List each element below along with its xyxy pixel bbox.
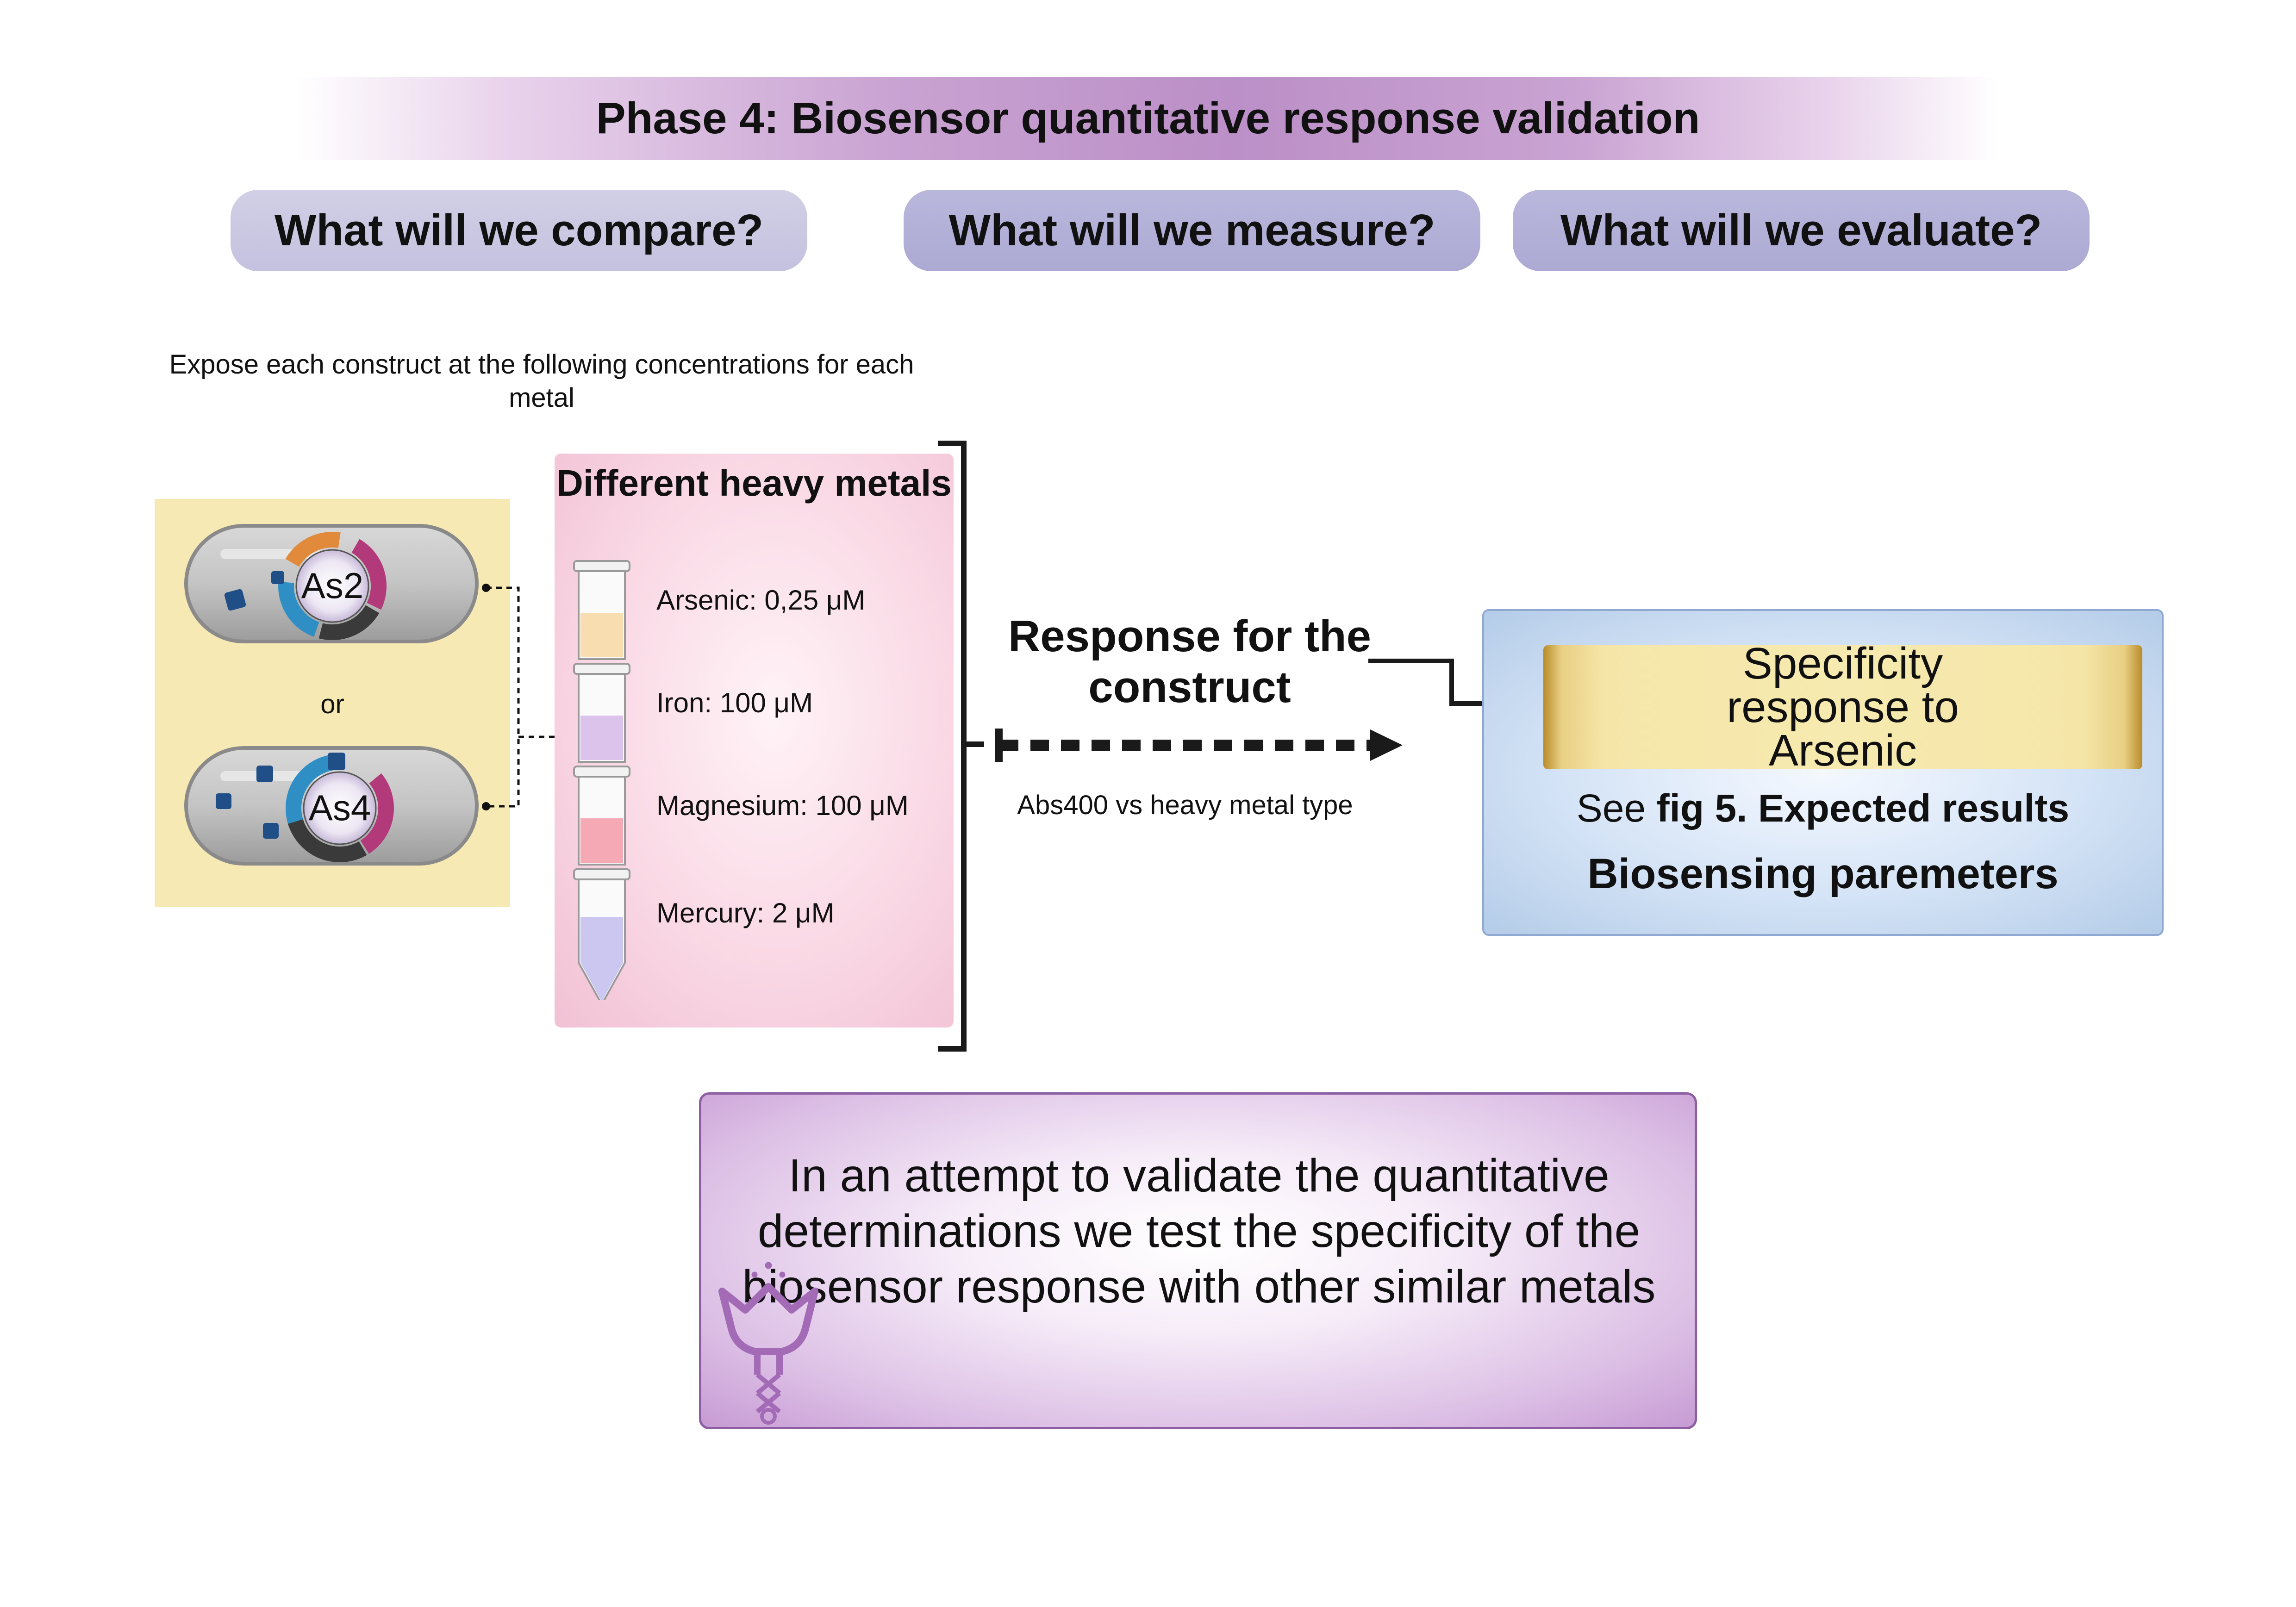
evaluate-question-pill: What will we evaluate? <box>1513 190 2090 271</box>
construct-separator: or <box>320 689 344 719</box>
bracket-icon <box>938 441 984 1052</box>
page-title: Phase 4: Biosensor quantitative response… <box>596 93 1700 143</box>
metal-iron-label: Iron: 100 μM <box>656 687 813 718</box>
metal-arsenic-label: Arsenic: 0,25 μM <box>656 585 866 616</box>
metal-mercury-label: Mercury: 2 μM <box>656 897 835 928</box>
construct-as2-label: As2 <box>301 565 363 606</box>
specificity-box: Specificity response to Arsenic <box>1543 639 2142 775</box>
cell-connector-lines <box>482 584 555 810</box>
biosensing-parameters: Biosensing paremeters <box>1587 850 2059 897</box>
specificity-text: Specificity response to Arsenic <box>1727 639 1959 775</box>
title-banner: Phase 4: Biosensor quantitative response… <box>296 77 2000 160</box>
measure-question-pill: What will we measure? <box>904 190 1480 271</box>
figure-reference-link: fig 5. Expected results <box>1656 786 2070 830</box>
bacterial-cell-as2-icon: As2 <box>184 524 479 643</box>
response-title: Response for the construct <box>1008 611 1372 712</box>
summary-box <box>699 1092 1697 1429</box>
tube-iron-icon <box>573 663 630 763</box>
metal-magnesium-label: Magnesium: 100 μM <box>656 790 909 821</box>
dashed-arrow-icon <box>995 729 1403 762</box>
tube-mercury-icon <box>573 868 630 1000</box>
biosensor-logo-icon <box>718 1262 818 1425</box>
tube-arsenic-icon <box>573 560 630 660</box>
tube-magnesium-icon <box>573 766 630 866</box>
heavy-metals-title: Different heavy metals <box>556 462 952 504</box>
construct-as4-label: As4 <box>309 787 371 828</box>
expose-instruction: Expose each construct at the following c… <box>169 349 914 413</box>
figure-reference: See fig 5. Expected results <box>1482 786 2164 831</box>
tube-column <box>573 560 630 1000</box>
bacterial-cell-as4-icon: As4 <box>184 746 479 866</box>
see-prefix: See <box>1576 786 1657 830</box>
summary-text: In an attempt to validate the quantitati… <box>742 1150 1656 1313</box>
compare-question-pill: What will we compare? <box>231 190 807 271</box>
measurement-label: Abs400 vs heavy metal type <box>1017 790 1353 820</box>
